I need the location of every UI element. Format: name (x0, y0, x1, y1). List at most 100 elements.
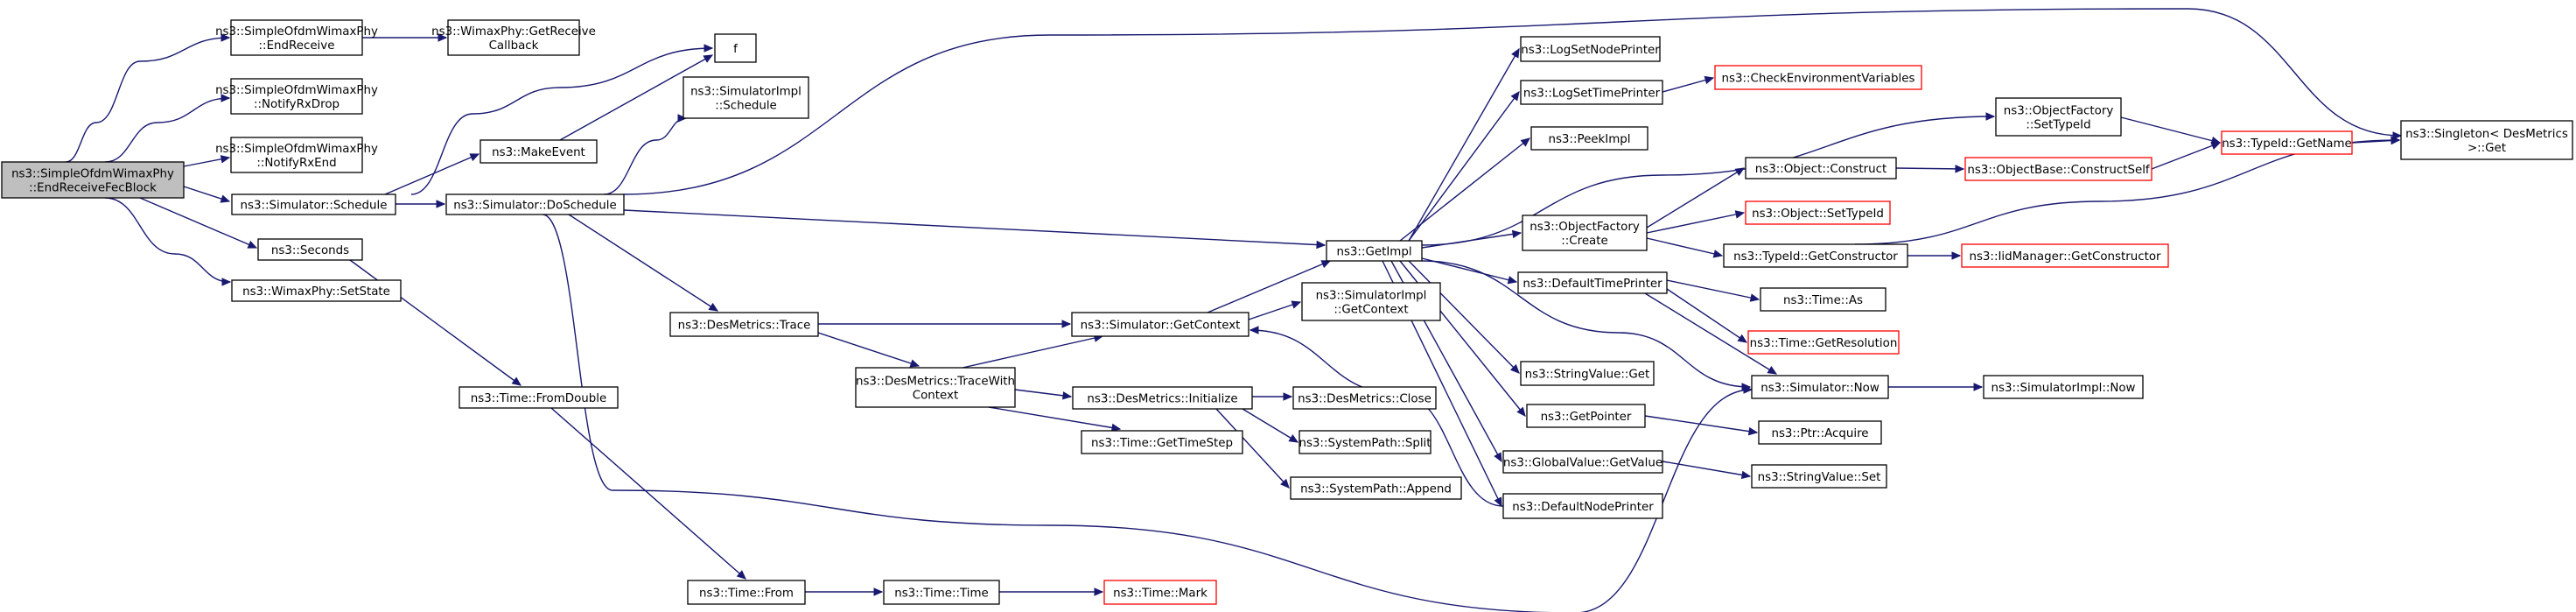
graph-node[interactable]: ns3::CheckEnvironmentVariables (1714, 65, 1922, 90)
edge-line (1421, 260, 1751, 388)
graph-node[interactable]: ns3::MakeEvent (480, 139, 598, 164)
graph-node[interactable]: ns3::SimulatorImpl::GetContext (1301, 282, 1441, 321)
edge-n33-to-n43 (1644, 415, 1759, 436)
node-box (1103, 580, 1217, 605)
edge-n22-to-n42 (1421, 260, 1752, 391)
graph-node[interactable]: ns3::DesMetrics::Close (1292, 386, 1437, 410)
node-label: ns3::Time::GetResolution (1750, 337, 1898, 350)
edge-line (1408, 48, 1520, 242)
node-box (1747, 330, 1900, 355)
arrowhead (220, 155, 231, 164)
graph-node[interactable]: ns3::Time::FromDouble (458, 386, 619, 409)
edge-line (988, 406, 1121, 430)
graph-node[interactable]: ns3::DefaultNodePrinter (1502, 493, 1663, 519)
edge-line (104, 197, 231, 283)
node-box (1298, 430, 1432, 454)
graph-node[interactable]: ns3::ObjectFactory::Create (1522, 215, 1648, 251)
node-box (480, 139, 598, 164)
graph-node[interactable]: ns3::PeekImpl (1530, 126, 1648, 151)
graph-node[interactable]: ns3::Time::Time (883, 580, 1000, 605)
edge-line (550, 407, 746, 580)
node-box (1526, 404, 1646, 428)
node-box (2400, 120, 2573, 160)
edge-line (559, 54, 713, 141)
graph-node[interactable]: ns3::GetPointer (1526, 404, 1646, 428)
graph-node[interactable]: ns3::Simulator::GetContext (1071, 312, 1250, 337)
node-label: ns3::IidManager::GetConstructor (1969, 250, 2161, 264)
graph-node[interactable]: ns3::Time::GetTimeStep (1081, 430, 1243, 454)
graph-node[interactable]: ns3::DesMetrics::Trace (669, 312, 819, 337)
arrowhead (704, 44, 714, 53)
graph-node[interactable]: ns3::SimpleOfdmWimaxPhy::NotifyRxDrop (215, 78, 378, 115)
graph-node[interactable]: ns3::Simulator::Schedule (231, 193, 396, 215)
edge-n10-to-n49 (622, 8, 2403, 195)
edge-n31-to-n42 (1644, 292, 1778, 375)
graph-node[interactable]: ns3::GlobalValue::GetValue (1502, 450, 1663, 474)
graph-node[interactable]: ns3::Object::SetTypeId (1745, 200, 1891, 225)
node-label: ns3::Simulator::Schedule (241, 200, 388, 213)
graph-node[interactable]: ns3::Time::Mark (1103, 580, 1217, 605)
graph-node[interactable]: ns3::GetImpl (1326, 240, 1423, 262)
edge-n27-to-n28 (1662, 75, 1715, 93)
node-label: >::Get (2468, 142, 2506, 155)
edge-line (1666, 279, 1760, 300)
graph-node[interactable]: f (714, 33, 757, 63)
edge-line (384, 153, 480, 195)
graph-node[interactable]: ns3::LogSetNodePrinter (1520, 36, 1661, 62)
node-box (1081, 430, 1243, 454)
graph-node[interactable]: ns3::Seconds (257, 238, 363, 261)
node-label: ns3::Ptr::Acquire (1771, 427, 1868, 440)
edge-line (1644, 292, 1777, 375)
graph-node[interactable]: ns3::TypeId::GetConstructor (1723, 243, 1908, 268)
graph-node[interactable]: ns3::SystemPath::Append (1290, 476, 1462, 500)
graph-node[interactable]: ns3::SimulatorImpl::Now (1983, 375, 2144, 399)
node-box (1520, 361, 1655, 386)
edge-n1-to-n7 (362, 33, 448, 42)
edge-line (1854, 139, 2400, 245)
graph-node[interactable]: ns3::WimaxPhy::SetState (231, 279, 402, 302)
graph-node[interactable]: ns3::Time::From (687, 580, 806, 605)
graph-node[interactable]: ns3::Simulator::DoSchedule (445, 193, 625, 215)
graph-node[interactable]: ns3::StringValue::Get (1520, 361, 1655, 386)
graph-node[interactable]: ns3::Simulator::Now (1751, 375, 1889, 399)
node-box (447, 19, 580, 56)
edge-line (623, 209, 1326, 246)
node-label: Context (913, 390, 958, 403)
node-box (231, 193, 396, 215)
edge-line (817, 332, 920, 367)
graph-node[interactable]: ns3::Ptr::Acquire (1758, 420, 1882, 445)
edge-n39-to-n47 (1908, 251, 1962, 260)
graph-node[interactable]: ns3::SimulatorImpl::Schedule (682, 76, 809, 119)
arrowhead (1494, 496, 1502, 508)
graph-node[interactable]: ns3::SimpleOfdmWimaxPhy::EndReceive (215, 19, 378, 56)
graph-node[interactable]: ns3::ObjectBase::ConstructSelf (1964, 157, 2152, 181)
graph-node[interactable]: ns3::SimpleOfdmWimaxPhy::EndReceiveFecBl… (1, 161, 185, 199)
edge-n5-to-n12 (349, 259, 522, 386)
graph-node[interactable]: ns3::DefaultTimePrinter (1517, 271, 1668, 294)
node-box (230, 78, 363, 115)
graph-node[interactable]: ns3::LogSetTimePrinter (1520, 80, 1663, 105)
arrowhead (677, 114, 688, 123)
edge-line (1014, 389, 1072, 397)
arrowhead (1737, 334, 1748, 343)
node-label: ns3::ObjectFactory (2004, 105, 2114, 118)
graph-node[interactable]: ns3::Time::As (1760, 287, 1886, 312)
edge-n16-to-n18 (818, 320, 1072, 328)
graph-node[interactable]: ns3::TypeId::GetName (2221, 130, 2353, 155)
graph-node[interactable]: ns3::SimpleOfdmWimaxPhy::NotifyRxEnd (215, 137, 378, 173)
graph-node[interactable]: ns3::SystemPath::Split (1298, 430, 1432, 454)
node-label: ns3::SimpleOfdmWimaxPhy (215, 84, 378, 97)
graph-node[interactable]: ns3::ObjectFactory::SetTypeId (1995, 97, 2122, 137)
graph-node[interactable]: ns3::StringValue::Set (1751, 464, 1887, 489)
graph-node[interactable]: ns3::Object::Construct (1745, 157, 1897, 179)
node-box (1751, 375, 1889, 399)
edge-n19-to-n24 (1242, 408, 1299, 443)
graph-node[interactable]: ns3::Time::GetResolution (1747, 330, 1900, 355)
node-label: ns3::MakeEvent (492, 146, 585, 159)
graph-node[interactable]: ns3::IidManager::GetConstructor (1961, 243, 2169, 268)
graph-node[interactable]: ns3::Singleton< DesMetrics >::Get (2400, 120, 2573, 160)
graph-node[interactable]: ns3::DesMetrics::Initialize (1072, 386, 1253, 410)
arrowhead (1061, 391, 1073, 400)
